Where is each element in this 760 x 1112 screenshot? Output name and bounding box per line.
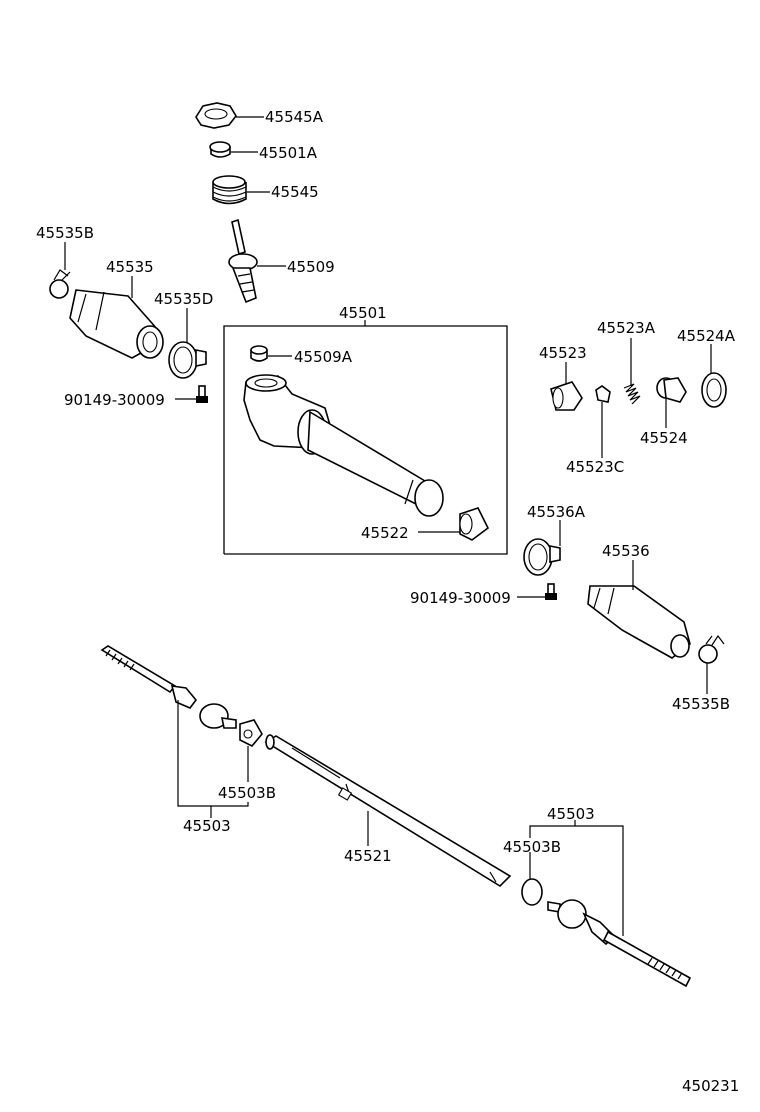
label-45535D: 45535D	[154, 290, 213, 308]
label-45545A: 45545A	[265, 108, 324, 126]
drawing-number: 450231	[682, 1077, 739, 1095]
label-45536: 45536	[602, 542, 650, 560]
part-45536-boot-right	[587, 585, 691, 659]
part-45523A-spring	[623, 383, 641, 405]
part-45503-tie-rod-left	[100, 645, 237, 729]
part-45521-rack	[264, 734, 512, 888]
part-45503B-nut-right	[521, 878, 543, 906]
label-45523C: 45523C	[566, 458, 624, 476]
label-45501A: 45501A	[259, 144, 318, 162]
part-45501A-cap	[209, 141, 231, 158]
label-45535B-right: 45535B	[672, 695, 730, 713]
part-45501-rack-housing	[243, 374, 444, 517]
part-45545-adjusting-screw	[212, 175, 247, 205]
assembly-box-45501	[223, 320, 508, 555]
label-45503B-right: 45503B	[503, 838, 561, 856]
part-90149-bolt-left	[196, 385, 208, 403]
label-45503-left: 45503	[183, 817, 231, 835]
part-45524A-locknut	[701, 372, 727, 408]
label-45524: 45524	[640, 429, 688, 447]
part-45509-pinion	[228, 218, 258, 304]
label-45509: 45509	[287, 258, 335, 276]
label-45522: 45522	[361, 524, 409, 542]
label-45535B-left: 45535B	[36, 224, 94, 242]
label-90149-30009-left: 90149-30009	[64, 391, 165, 409]
label-45536A: 45536A	[527, 503, 586, 521]
label-45535: 45535	[106, 258, 154, 276]
part-45535D-clamp-left	[168, 341, 207, 379]
part-45503-tie-rod-right	[547, 899, 692, 988]
label-90149-30009-right: 90149-30009	[410, 589, 511, 607]
part-45535B-clip-left	[49, 269, 71, 299]
label-45523: 45523	[539, 344, 587, 362]
label-45521: 45521	[344, 847, 392, 865]
label-45523A: 45523A	[597, 319, 656, 337]
part-45509A-plug	[250, 345, 268, 362]
label-45524A: 45524A	[677, 327, 736, 345]
part-45503B-nut-left	[239, 719, 263, 747]
part-45522-bushing	[459, 507, 490, 541]
part-45524-screw-cap	[656, 377, 687, 403]
part-45535-boot-left	[69, 289, 164, 359]
label-45509A: 45509A	[294, 348, 353, 366]
part-45536A-clamp-right	[523, 538, 561, 576]
label-45503B-left: 45503B	[218, 784, 276, 802]
part-45523-rack-guide	[550, 381, 583, 411]
label-45545: 45545	[271, 183, 319, 201]
label-45503-right: 45503	[547, 805, 595, 823]
part-45535B-clip-right	[698, 634, 725, 664]
label-45501: 45501	[339, 304, 387, 322]
part-90149-bolt-right	[545, 583, 557, 600]
part-45523C-seat	[595, 385, 611, 403]
part-45545A-locknut	[195, 102, 237, 129]
